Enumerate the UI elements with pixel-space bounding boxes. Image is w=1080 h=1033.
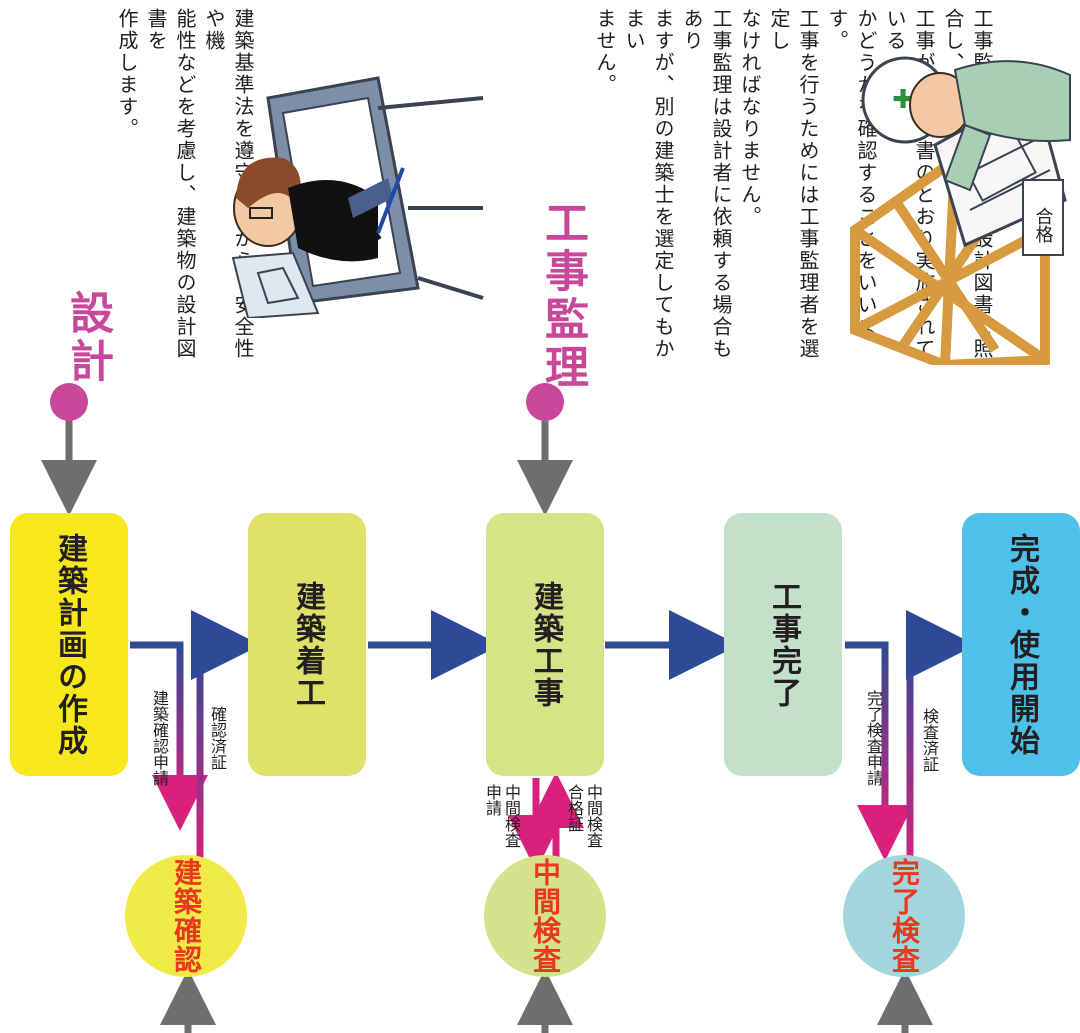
design-dot: [50, 383, 88, 421]
supervision-dot: [526, 383, 564, 421]
flow-arrow-complete-out: [845, 641, 913, 861]
label-final-apply: 完了検査申請: [864, 690, 883, 786]
supervision-text-line5: なければなりません。: [738, 8, 762, 228]
inspection-label-final: 完了検査: [888, 858, 921, 974]
step-box-construction: 建築工事: [486, 513, 604, 776]
step-box-start: 建築着工: [248, 513, 366, 776]
step-box-completion: 工事完了: [724, 513, 842, 776]
supervision-heading: 工事監理: [537, 200, 588, 392]
label-final-done: 検査済証: [920, 708, 939, 772]
supervision-text-line6: 工事監理は設計者に依頼する場合もあり: [680, 8, 733, 360]
supervision-text-line7: ますが、別の建築士を選定してもかまい: [622, 8, 675, 360]
label-interim-apply: 中間検査 申請: [483, 784, 521, 848]
step-label-start: 建築着工: [290, 580, 325, 709]
inspection-circle-confirm: 建築確認: [125, 855, 247, 977]
design-text-line2: 能性などを考慮し、建築物の設計図書を: [144, 8, 197, 360]
step-box-plan: 建築計画の作成: [10, 513, 128, 776]
step-label-plan: 建築計画の作成: [52, 532, 87, 757]
label-interim-apply-line1: 中間検査: [502, 784, 521, 848]
inspection-label-interim: 中間検査: [529, 858, 562, 974]
svg-text:✚: ✚: [892, 85, 914, 115]
flow-arrow-final-return: [906, 610, 976, 865]
flow-arrow-plan-out: [130, 641, 208, 831]
label-interim-pass: 中間検査 合格証: [565, 784, 603, 848]
supervisor-illustration: 合格 ✚: [850, 56, 1071, 365]
step-label-construction: 建築工事: [528, 580, 563, 709]
designer-illustration: [231, 76, 484, 318]
inspection-circle-interim: 中間検査: [484, 855, 606, 977]
step-label-completion: 工事完了: [766, 580, 801, 709]
design-text-line3: 作成します。: [115, 8, 139, 140]
label-confirm-apply: 建築確認申請: [150, 690, 169, 786]
label-interim-apply-line2: 申請: [483, 784, 502, 816]
inspection-circle-final: 完了検査: [843, 855, 965, 977]
step-box-open: 完成・使用開始: [962, 513, 1080, 776]
supervision-text-line8: ません。: [593, 8, 617, 96]
label-interim-pass-line2: 合格証: [565, 784, 584, 832]
inspection-label-confirm: 建築確認: [170, 858, 203, 974]
label-confirm-done: 確認済証: [208, 706, 227, 770]
design-heading: 設計: [62, 290, 113, 386]
step-label-open: 完成・使用開始: [1004, 532, 1039, 757]
label-interim-pass-line1: 中間検査: [584, 784, 603, 848]
flow-arrow-confirm-return: [191, 610, 261, 860]
supervisor-sign-text: 合格: [1033, 207, 1054, 243]
supervision-text-line4: 工事を行うためには工事監理者を選定し: [767, 8, 820, 360]
